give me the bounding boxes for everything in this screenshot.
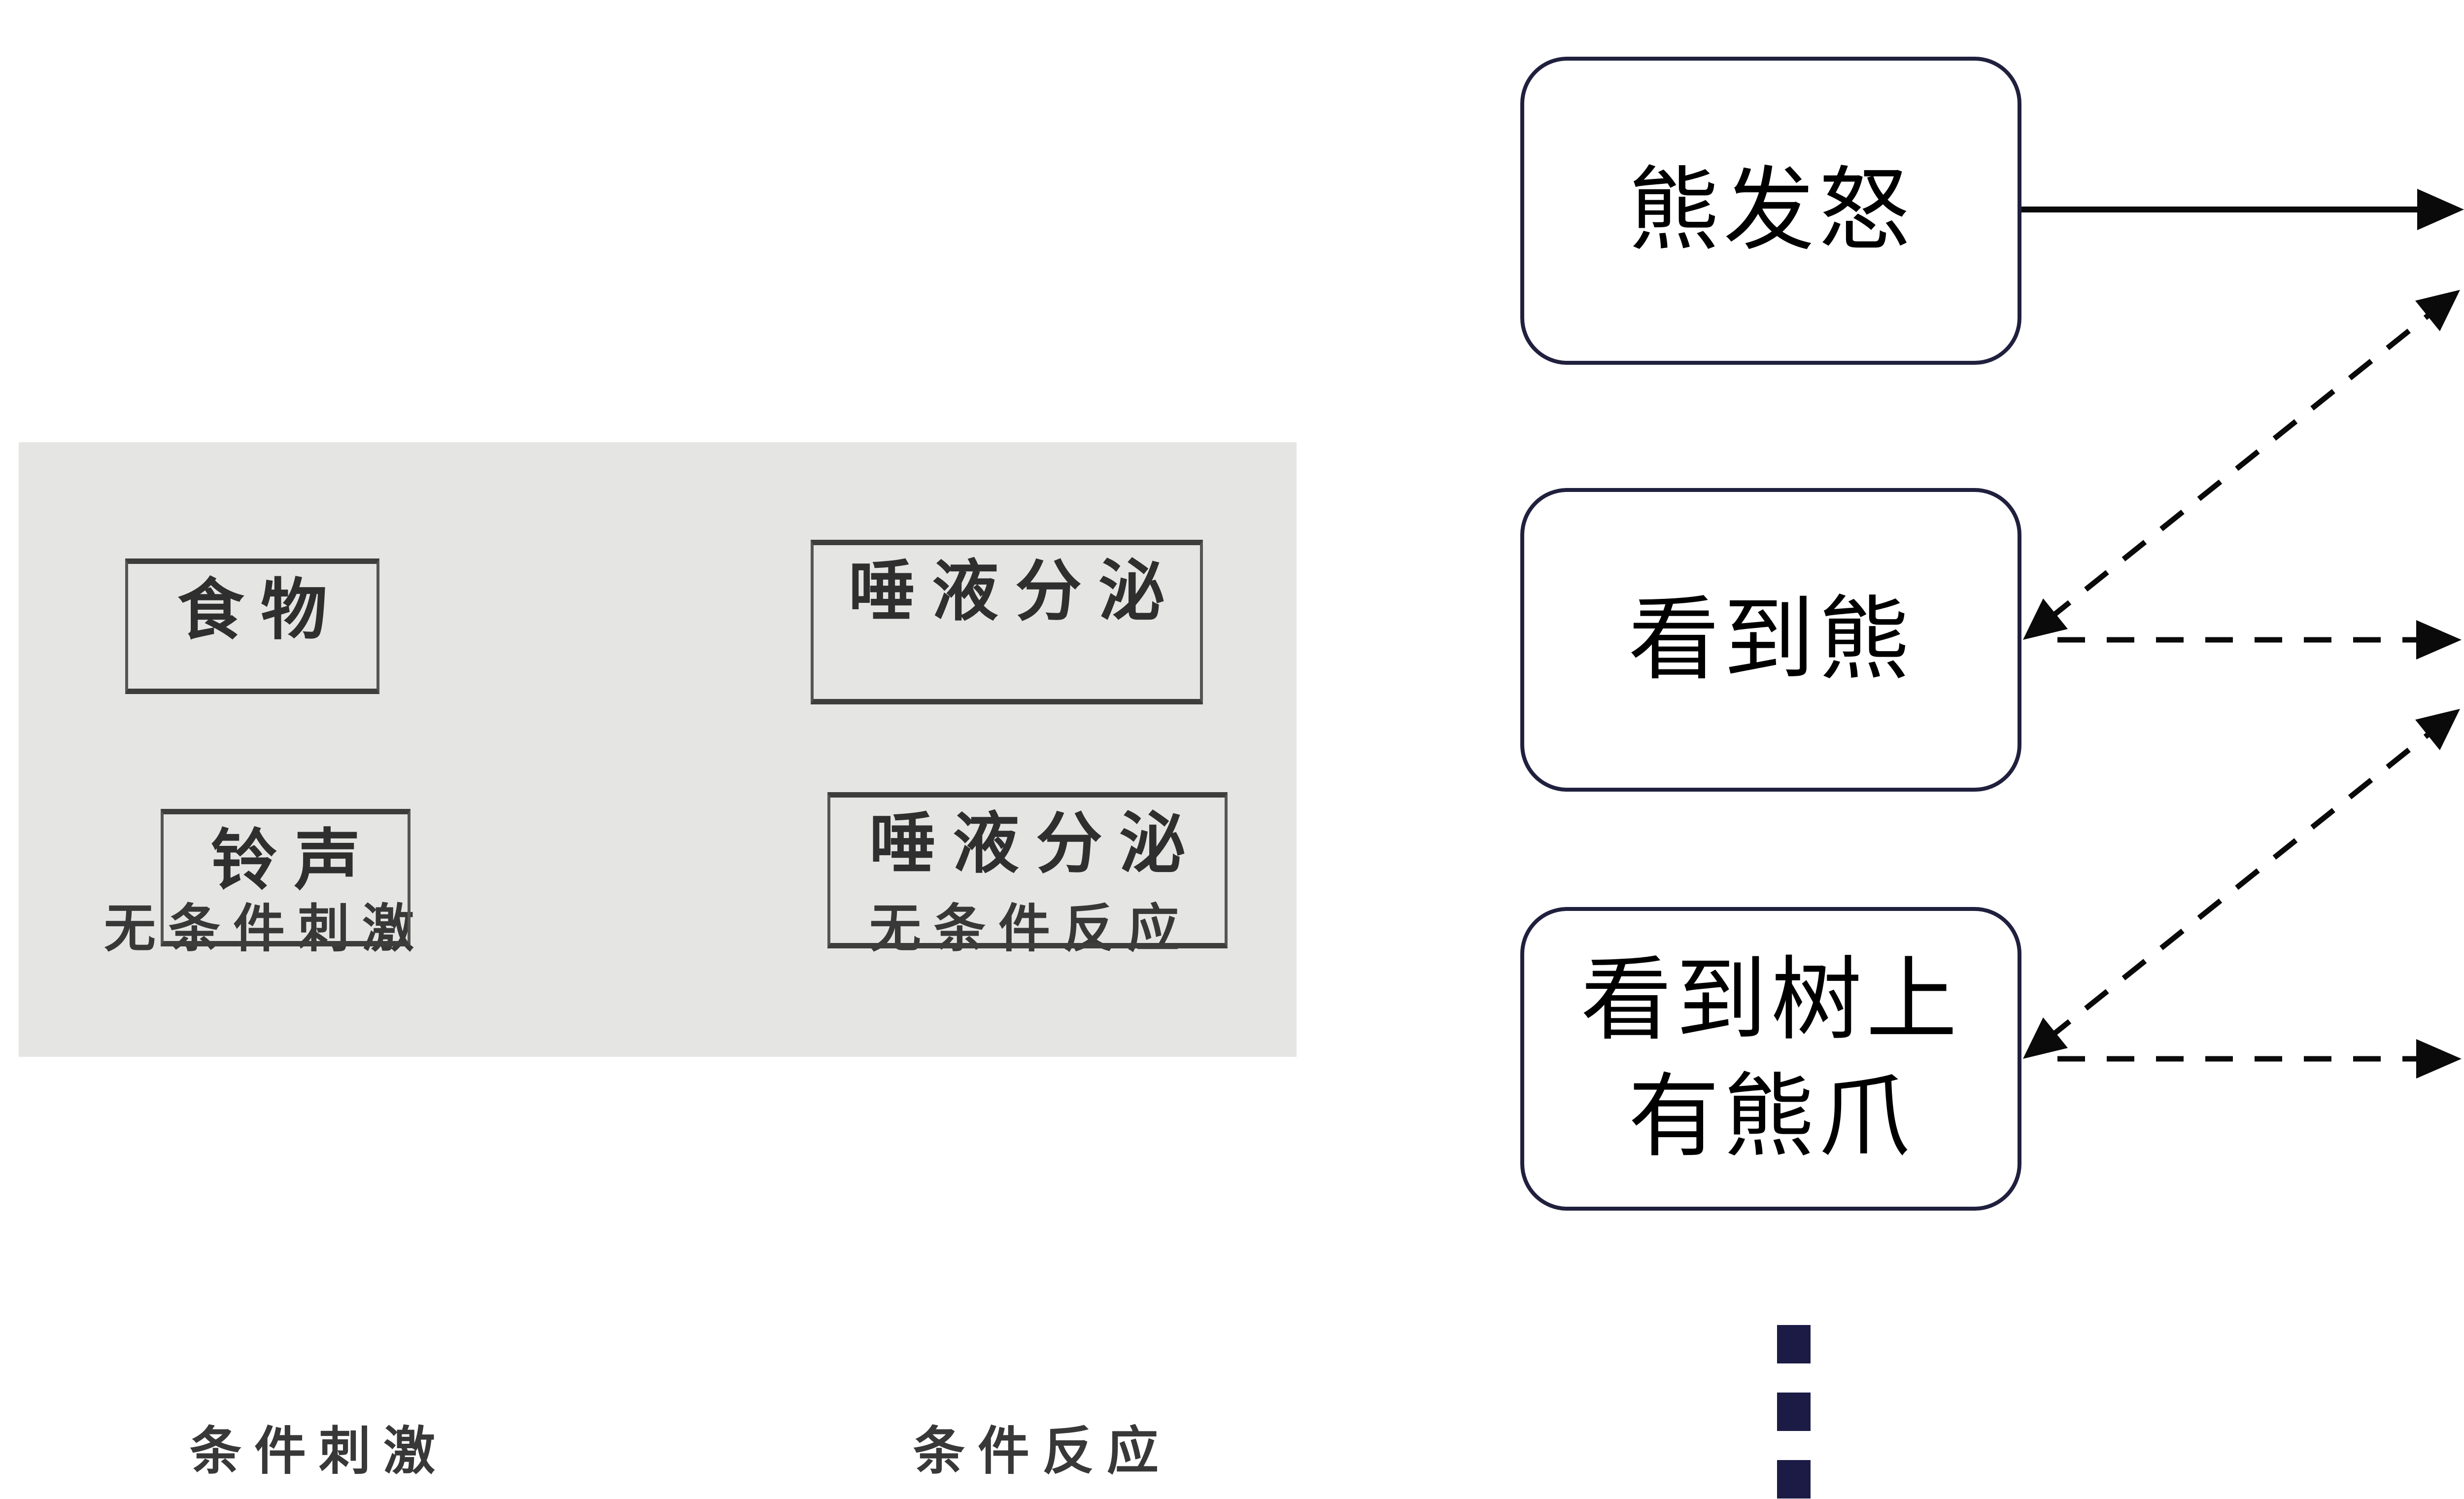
bell-box-label: 铃声 <box>210 823 377 898</box>
dashed-arrow-see-bear-to-value-next <box>2057 620 2462 660</box>
see-bear-box: 看到熊 <box>1520 488 2021 792</box>
bear-claw-label-line1: 看到树上 <box>1580 949 1961 1051</box>
salivation-bottom-box: 唾液分泌 <box>827 792 1228 948</box>
conditioning-panel: 无条件刺激 无条件反应 条件刺激 条件反应 <box>19 442 1297 1477</box>
food-box-label: 食物 <box>177 573 344 647</box>
dashed-double-arrow-claw-value-next <box>2023 709 2460 1059</box>
salivation-bottom-label: 唾液分泌 <box>869 806 1202 881</box>
salivation-top-box: 唾液分泌 <box>811 540 1203 704</box>
bear-rage-box: 熊发怒 <box>1520 57 2021 365</box>
bear-claw-label-line2: 有熊爪 <box>1628 1066 1914 1168</box>
ellipsis-left <box>1777 1325 1811 1499</box>
solid-arrow-bear-to-reward <box>2021 189 2464 230</box>
see-bear-label: 看到熊 <box>1628 589 1914 691</box>
bear-claw-box: 看到树上 有熊爪 <box>1520 907 2021 1211</box>
bear-rage-label: 熊发怒 <box>1628 160 1914 262</box>
food-box: 食物 <box>125 558 379 694</box>
salivation-top-label: 唾液分泌 <box>849 554 1182 628</box>
label-conditioned-stimulus: 条件刺激 <box>190 1423 448 1480</box>
label-conditioned-response: 条件反应 <box>913 1423 1172 1480</box>
dashed-arrow-claw-to-value <box>2057 1039 2462 1079</box>
dashed-double-arrow-see-bear-reward <box>2023 290 2460 640</box>
bell-box: 铃声 <box>161 809 411 946</box>
